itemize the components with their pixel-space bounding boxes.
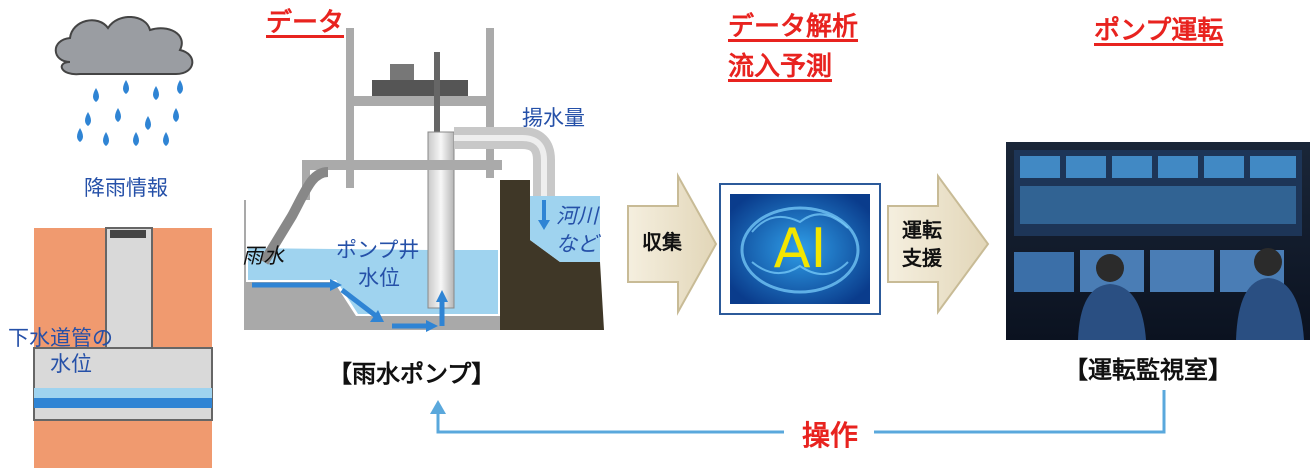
sewer-section-illustration bbox=[33, 227, 213, 468]
river-label-line2: など bbox=[556, 232, 598, 256]
feedback-arrowhead bbox=[430, 400, 446, 414]
rain-cloud-icon bbox=[54, 16, 194, 76]
rainwater-label: 雨水 bbox=[242, 244, 284, 268]
rain-info-label: 降雨情報 bbox=[84, 176, 168, 200]
support-arrow-shape bbox=[887, 172, 990, 316]
raindrops-icon bbox=[77, 80, 183, 146]
collect-arrow-shape bbox=[627, 172, 718, 316]
header-analysis-line1: データ解析 bbox=[728, 12, 859, 42]
operation-feedback-line bbox=[436, 390, 1166, 434]
support-label-line1: 運転 bbox=[902, 218, 942, 242]
header-data: データ bbox=[266, 8, 345, 38]
river-label-line1: 河川 bbox=[556, 204, 598, 228]
operation-label: 操作 bbox=[801, 419, 858, 452]
header-analysis-line2: 流入予測 bbox=[728, 52, 833, 82]
well-level-label-line1: ポンプ井 bbox=[336, 238, 420, 262]
collect-label: 収集 bbox=[642, 230, 682, 254]
header-pump-operation: ポンプ運転 bbox=[1094, 16, 1224, 46]
control-room-photo bbox=[1006, 142, 1310, 340]
well-level-label-line2: 水位 bbox=[358, 266, 400, 290]
support-label-line2: 支援 bbox=[902, 246, 942, 270]
sewer-level-label-line2: 水位 bbox=[50, 352, 92, 376]
rainwater-pump-caption: 【雨水ポンプ】 bbox=[328, 360, 496, 388]
ai-brain-icon bbox=[719, 183, 881, 315]
discharge-label: 揚水量 bbox=[522, 106, 585, 130]
ai-label: AI bbox=[773, 217, 827, 280]
sewer-level-label-line1: 下水道管の bbox=[8, 326, 113, 350]
control-room-caption: 【運転監視室】 bbox=[1064, 356, 1232, 384]
pump-station-illustration bbox=[244, 28, 604, 332]
